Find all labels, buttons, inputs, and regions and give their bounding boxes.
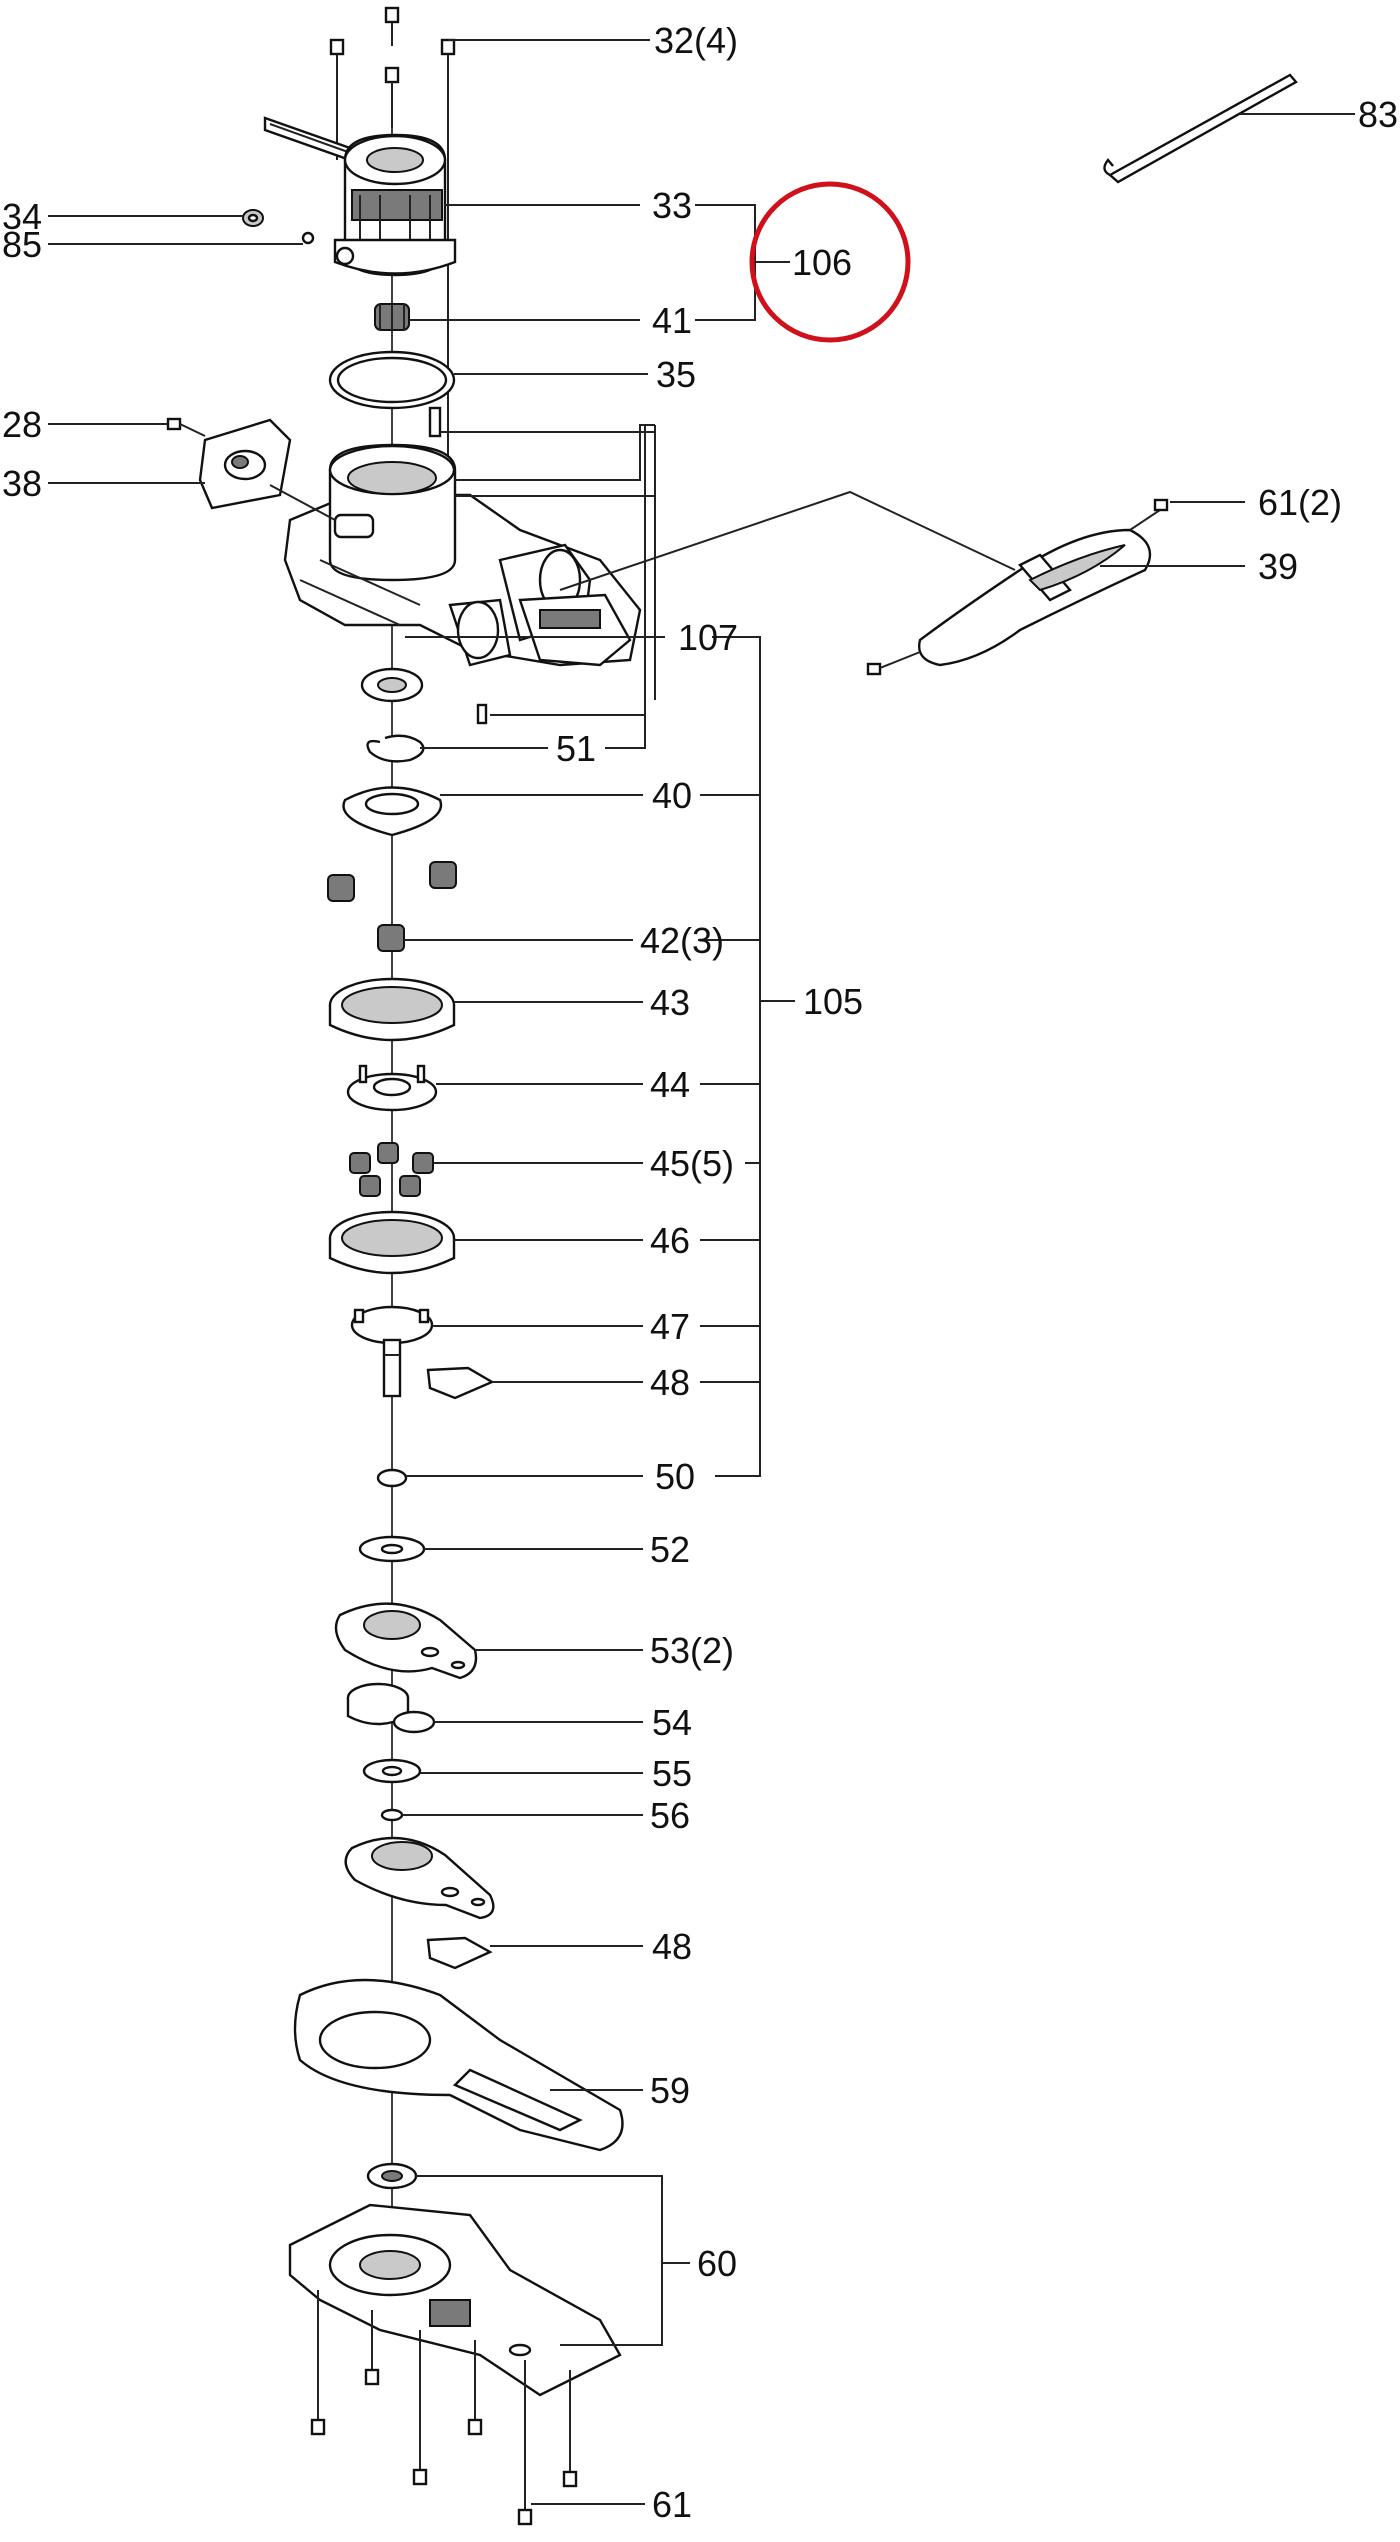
callout-33: 33 [652,185,692,226]
crank-53-upper [334,1602,478,1680]
callout-83: 83 [1358,94,1398,135]
pin-51 [476,703,488,725]
planet-gears-42 [327,861,457,952]
leader-lines [48,39,1355,2505]
callout-38: 38 [2,463,42,504]
callout-43: 43 [650,982,690,1023]
screw-28 [166,417,206,437]
pin-85 [301,231,315,245]
callout-48-lower: 48 [652,1926,692,1967]
callout-59: 59 [650,2070,690,2111]
callout-labels: 32(4) 83 34 85 33 106 41 35 28 38 61(2) … [2,20,1398,2525]
callout-35: 35 [656,354,696,395]
screws-61-group [310,2290,578,2526]
spring-34 [242,209,264,227]
callout-51: 51 [556,728,596,769]
callout-47: 47 [650,1306,690,1347]
callout-61: 61 [652,2484,692,2525]
callout-39: 39 [1258,546,1298,587]
callout-46: 46 [650,1220,690,1261]
handle-39 [866,498,1169,676]
snap-ring-51 [366,734,425,763]
ring-gear-46 [328,1210,456,1275]
retaining-ring-50 [376,1468,408,1488]
planet-gears-45 [349,1142,434,1197]
washer-52 [358,1535,426,1563]
bearing-60 [366,2162,418,2190]
crank-53-lower [344,1836,495,1920]
callout-42: 42(3) [640,920,724,961]
gasket-48-lower [426,1936,493,1970]
callout-85: 85 [2,224,42,265]
callout-107: 107 [678,617,738,658]
callout-32: 32(4) [654,20,738,61]
gear-housing-107 [283,406,642,667]
gasket-59 [293,1978,624,2152]
callout-55: 55 [652,1753,692,1794]
callout-61-2: 61(2) [1258,482,1342,523]
lower-housing-60 [288,2203,622,2397]
bracket-38 [198,418,292,510]
callout-28: 28 [2,404,42,445]
callout-50: 50 [655,1456,695,1497]
callout-48-upper: 48 [650,1362,690,1403]
callout-54: 54 [652,1702,692,1743]
motor-33 [263,116,457,277]
seal-ring-35 [328,350,456,410]
callout-45: 45(5) [650,1143,734,1184]
eccentric-54 [346,1682,436,1734]
callout-40: 40 [652,775,692,816]
callout-106: 106 [792,242,852,283]
callout-52: 52 [650,1529,690,1570]
gasket-48-upper [426,1366,495,1400]
callout-53: 53(2) [650,1630,734,1671]
highlight-circle-106 [749,181,911,343]
gear-41 [374,303,410,331]
callout-34: 34 [2,196,42,237]
callout-41: 41 [652,300,692,341]
carrier-44 [346,1064,438,1112]
output-shaft-47 [350,1305,434,1398]
callout-56: 56 [650,1795,690,1836]
ring-gear-43 [328,977,456,1042]
callout-44: 44 [650,1064,690,1105]
bearing-107 [360,667,424,703]
carrier-plate-40 [342,786,443,837]
washer-56 [380,1808,404,1822]
washer-55 [362,1758,422,1784]
callout-60: 60 [697,2243,737,2284]
callout-105: 105 [803,981,863,1022]
rod-83 [1103,73,1298,184]
